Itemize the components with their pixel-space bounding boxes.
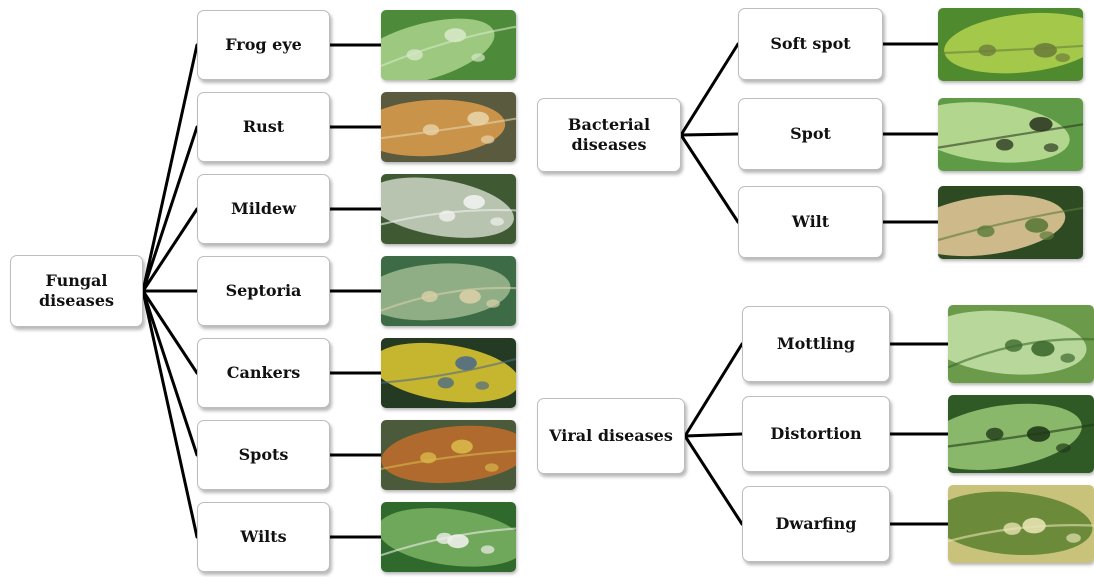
node-label: Septoria [226,281,302,301]
wilt-node: Wilt [738,186,883,258]
node-label: Rust [243,117,284,137]
branch-line [681,134,738,135]
node-label: Mottling [777,334,855,354]
branch-line [681,44,738,135]
rust-node: Rust [197,92,330,162]
node-label: Soft spot [770,34,850,54]
branch-line [685,434,742,436]
septoria-leaf-photo [381,256,516,326]
node-label: Mildew [231,199,296,219]
mildew-leaf-photo [381,174,516,244]
frog-eye-node: Frog eye [197,10,330,80]
cankers-node: Cankers [197,338,330,408]
branch-line [143,45,197,291]
viral-diseases-node: Viral diseases [537,398,685,474]
node-label: Frog eye [225,35,302,55]
branch-line [143,291,197,455]
spots-node: Spots [197,420,330,490]
frog-eye-leaf-photo [381,10,516,80]
node-label: Viral diseases [549,426,673,446]
branch-line [143,291,197,537]
cankers-leaf-photo [381,338,516,408]
dwarfing-node: Dwarfing [742,486,890,562]
distortion-node: Distortion [742,396,890,472]
node-label: Cankers [227,363,300,383]
distortion-plants-photo [948,395,1094,473]
node-label: Spot [790,124,831,144]
mottling-node: Mottling [742,306,890,382]
mottling-leaf-photo [948,305,1094,383]
septoria-node: Septoria [197,256,330,326]
branch-line [681,135,738,222]
bacterial-wilt-leaf-photo [938,186,1083,259]
branch-line [685,436,742,524]
dwarfing-plants-photo [948,485,1094,563]
soft-spot-node: Soft spot [738,8,883,80]
node-label: Bacterial diseases [559,115,659,155]
fungal-diseases-node: Fungal diseases [10,255,143,327]
bacterial-spot-leaf-photo [938,98,1083,171]
mildew-node: Mildew [197,174,330,244]
wilts-plant-photo [381,502,516,572]
branch-line [685,344,742,436]
node-label: Distortion [770,424,861,444]
node-label: Wilts [240,527,286,547]
node-label: Dwarfing [776,514,857,534]
rust-leaf-photo [381,92,516,162]
spot-node: Spot [738,98,883,170]
soft-spot-leaf-photo [938,8,1083,81]
branch-line [143,127,197,291]
node-label: Fungal diseases [11,271,142,311]
bacterial-diseases-node: Bacterial diseases [537,98,681,172]
wilts-node: Wilts [197,502,330,572]
node-label: Spots [239,445,289,465]
node-label: Wilt [792,212,829,232]
spots-leaf-photo [381,420,516,490]
